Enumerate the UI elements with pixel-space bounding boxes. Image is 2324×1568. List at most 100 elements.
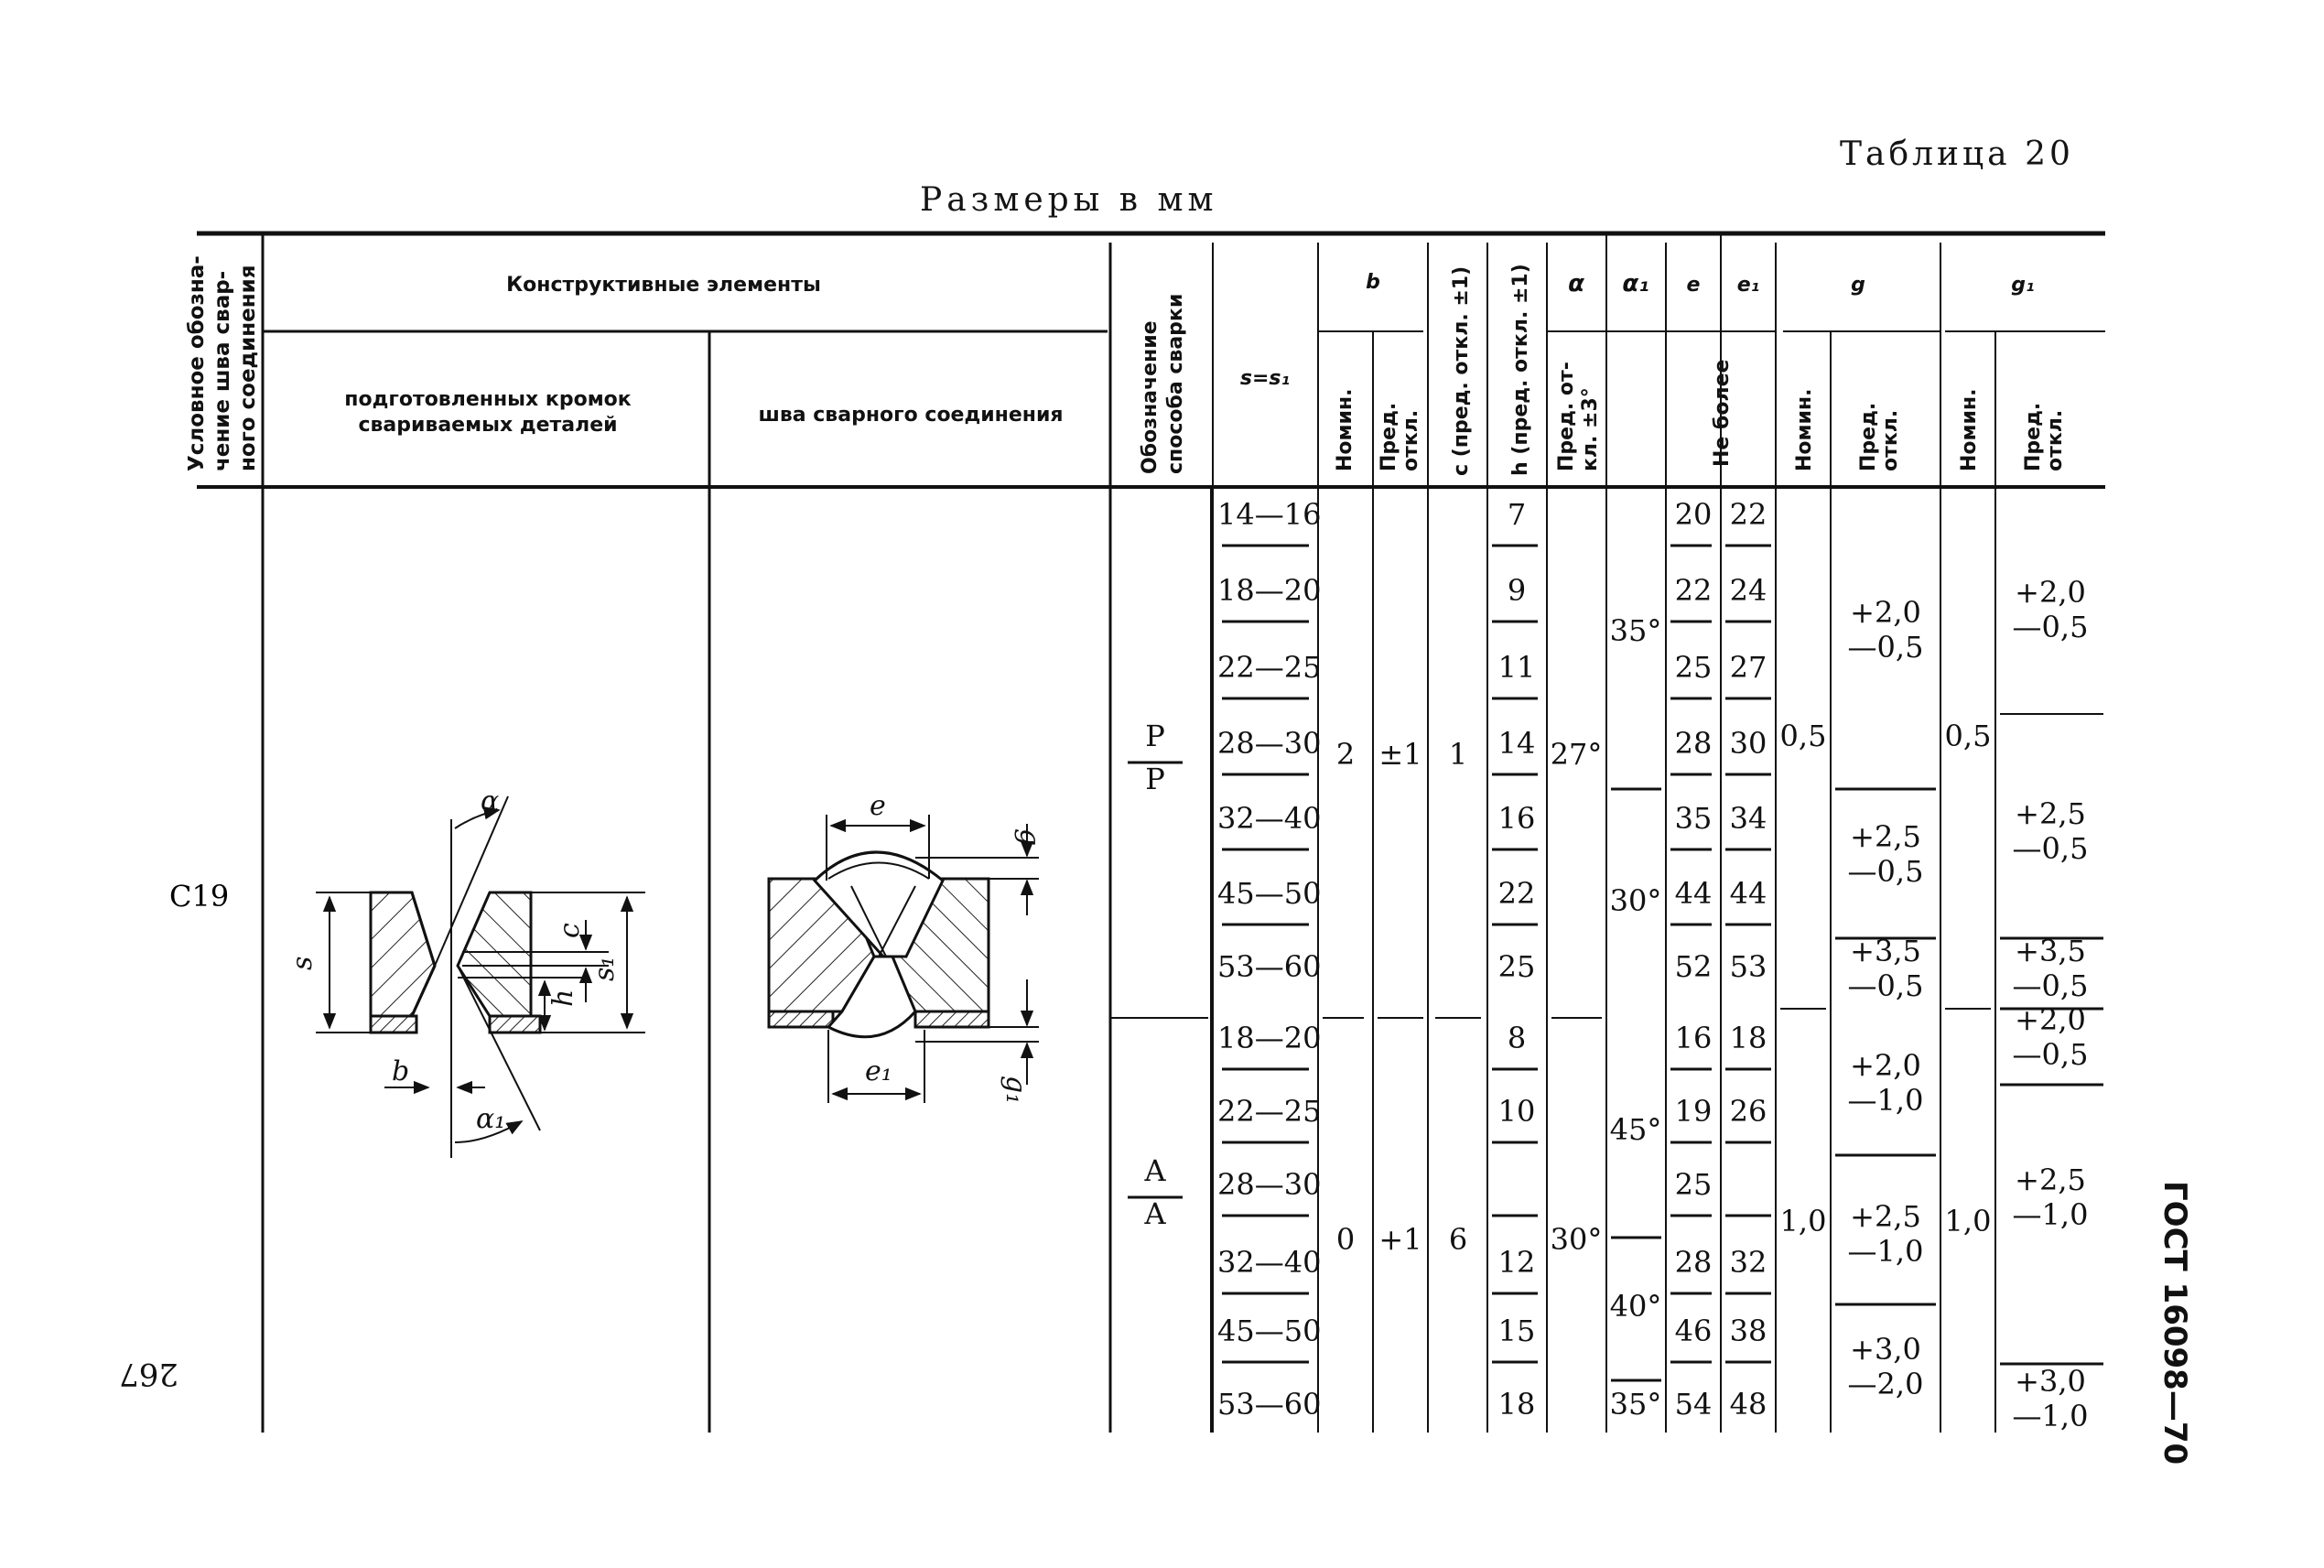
label-g: g: [1013, 828, 1045, 846]
group1-e-cell: 52: [1675, 949, 1713, 984]
group2-alpha1-b: 40°: [1610, 1289, 1662, 1324]
header-c: c (пред. откл. ±1): [1450, 266, 1473, 476]
group1-b-nom: 2: [1336, 737, 1355, 772]
group2-e-cell: 28: [1675, 1245, 1713, 1280]
side-code: ГОСТ 16098—70: [2156, 1181, 2193, 1465]
group2-g-dev-minus: —1,0: [1848, 1234, 1924, 1269]
group1-c: 1: [1449, 737, 1467, 772]
group1-e-cell: 35: [1675, 801, 1713, 836]
group2-s-cell: 45—50: [1217, 1314, 1321, 1348]
header-angle-dev: Пред. от-кл. ±3°: [1555, 362, 1602, 471]
group1-g1-dev-minus: —0,5: [2013, 968, 2089, 1003]
group1-g1-dev-plus: +2,0: [2015, 575, 2086, 610]
group2-b-dev: +1: [1378, 1222, 1421, 1257]
group1-g-dev-plus: +2,5: [1850, 819, 1921, 854]
group2-h-cell: 8: [1508, 1021, 1526, 1055]
label-s1: s₁: [589, 957, 621, 981]
label-b: b: [392, 1055, 409, 1087]
group2-s-cell: 18—20: [1217, 1021, 1321, 1055]
group1-e-cell: 22: [1675, 573, 1713, 608]
header-g1-nom: Номин.: [1958, 389, 1981, 471]
group1-b-dev: ±1: [1378, 737, 1421, 772]
header-e1: e₁: [1737, 274, 1760, 297]
group1-g1-nom: 0,5: [1945, 719, 1992, 753]
header-weld: шва сварного соединения: [758, 404, 1063, 427]
group1-g-nom: 0,5: [1780, 719, 1827, 753]
header-b-dev: Пред.откл.: [1378, 403, 1422, 471]
group2-e1-cell: 38: [1730, 1314, 1767, 1348]
group2-g1-dev-plus: +2,5: [2015, 1162, 2086, 1197]
group2-g-dev-plus: +3,0: [1850, 1332, 1921, 1367]
group1-g-dev-minus: —0,5: [1848, 854, 1924, 889]
group1-e1-cell: 53: [1730, 949, 1767, 984]
group2-g1-dev-plus: +2,0: [2015, 1002, 2086, 1037]
group1-e-cell: 20: [1675, 497, 1713, 532]
group1-g1-dev-plus: +3,5: [2015, 934, 2086, 968]
group2-s-cell: 28—30: [1217, 1167, 1321, 1202]
group2-g-dev-plus: +2,0: [1850, 1048, 1921, 1083]
header-alpha: α: [1568, 270, 1584, 297]
group1-e1-cell: 22: [1730, 497, 1767, 532]
group2-h-cell: 10: [1498, 1094, 1536, 1129]
group1-e1-cell: 27: [1730, 650, 1767, 685]
group1-alpha1-a: 35°: [1610, 613, 1662, 648]
group2-g-dev-minus: —1,0: [1848, 1083, 1924, 1118]
group2-e-cell: 25: [1675, 1167, 1713, 1202]
group1-h-cell: 16: [1498, 801, 1536, 836]
header-b-nom: Номин.: [1334, 389, 1357, 471]
group1-s-cell: 14—16: [1217, 497, 1321, 532]
group1-h-cell: 22: [1498, 876, 1536, 911]
group1-g1-dev-plus: +2,5: [2015, 796, 2086, 831]
header-e: e: [1687, 274, 1701, 297]
group2-s-cell: 22—25: [1217, 1094, 1321, 1129]
group2-h-cell: 18: [1498, 1387, 1536, 1422]
group1-h-cell: 7: [1508, 497, 1526, 532]
group1-h-cell: 11: [1498, 650, 1536, 685]
group2-e-cell: 19: [1675, 1094, 1713, 1129]
group1-s-cell: 18—20: [1217, 573, 1321, 608]
group1-s-cell: 45—50: [1217, 876, 1321, 911]
header-g-dev: Пред.откл.: [1857, 403, 1902, 471]
group2-e1-cell: 32: [1730, 1245, 1767, 1280]
label-h: h: [547, 989, 579, 1007]
prepared-edges-drawing: [316, 795, 645, 1158]
units-caption: Размеры в мм: [920, 181, 1218, 219]
group1-e1-cell: 30: [1730, 726, 1767, 761]
table-grid: [197, 231, 2105, 1433]
label-e: e: [870, 790, 886, 822]
group2-method-top: А: [1144, 1153, 1166, 1188]
group1-s-cell: 28—30: [1217, 726, 1321, 761]
header-g1-dev: Пред.откл.: [2022, 403, 2067, 471]
group2-e-cell: 16: [1675, 1021, 1713, 1055]
group2-g-dev-plus: +2,5: [1850, 1199, 1921, 1234]
group2-h-cell: 12: [1498, 1245, 1536, 1280]
group1-e1-cell: 34: [1730, 801, 1767, 836]
table-title: Таблица 20: [1840, 135, 2074, 173]
group2-e-cell: 46: [1675, 1314, 1713, 1348]
label-g1: g₁: [1000, 1076, 1032, 1104]
group1-g-dev-plus: +3,5: [1850, 934, 1921, 968]
group1-g1-dev-minus: —0,5: [2013, 831, 2089, 866]
header-b: b: [1366, 271, 1380, 294]
group2-g1-dev-minus: —1,0: [2013, 1399, 2089, 1433]
group2-method-bottom: А: [1144, 1196, 1166, 1231]
header-prepared-1: подготовленных кромок: [344, 388, 632, 411]
group1-s-cell: 22—25: [1217, 650, 1321, 685]
label-alpha1: α₁: [476, 1103, 505, 1135]
group2-b-nom: 0: [1336, 1222, 1355, 1257]
group1-g-dev-plus: +2,0: [1850, 595, 1921, 630]
group2-s-cell: 32—40: [1217, 1245, 1321, 1280]
group2-g-dev-minus: —2,0: [1848, 1367, 1924, 1401]
group1-g-dev-minus: —0,5: [1848, 968, 1924, 1003]
group2-e1-cell: 26: [1730, 1094, 1767, 1129]
group1-g1-dev-minus: —0,5: [2013, 610, 2089, 644]
group2-g-nom: 1,0: [1780, 1204, 1827, 1238]
page-number: 267: [119, 1356, 178, 1392]
group1-h-cell: 25: [1498, 949, 1536, 984]
group2-g1-dev-plus: +3,0: [2015, 1364, 2086, 1399]
group1-method-bottom: Р: [1145, 762, 1165, 796]
label-alpha: α: [481, 785, 499, 817]
group2-h-cell: 15: [1498, 1314, 1536, 1348]
group1-method-top: Р: [1145, 719, 1165, 753]
